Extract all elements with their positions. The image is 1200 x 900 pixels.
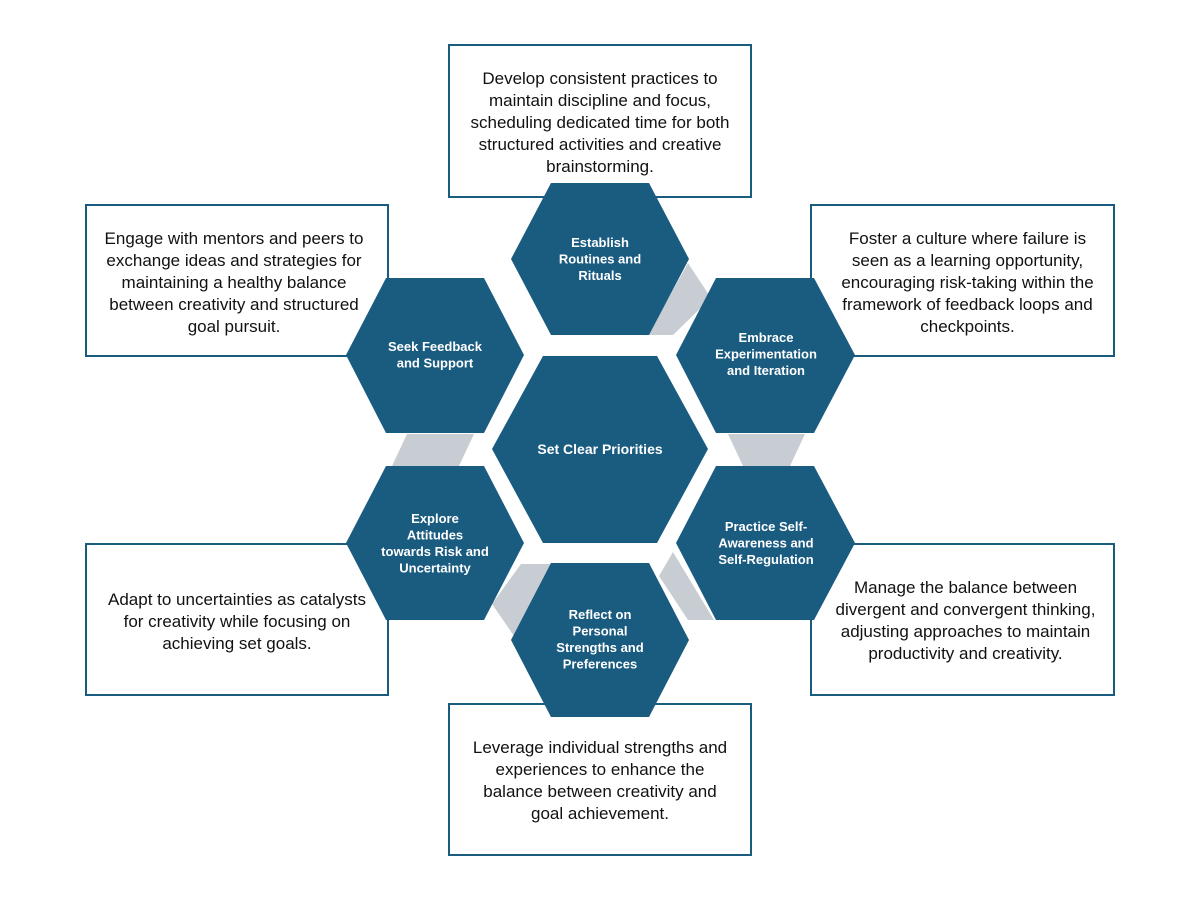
hexagon-label-line: Establish: [571, 235, 629, 250]
description-line: Develop consistent practices to: [482, 69, 718, 88]
description-text-feedback: Engage with mentors and peers to exchange…: [105, 228, 364, 338]
hexagon-label-line: Attitudes: [407, 528, 463, 543]
description-line: checkpoints.: [920, 317, 1015, 336]
description-line: productivity and creativity.: [868, 644, 1063, 663]
description-line: Adapt to uncertainties as catalysts: [108, 590, 366, 609]
description-line: seen as a learning opportunity,: [851, 251, 1084, 270]
hexagon-label-feedback: Seek Feedback and Support: [388, 339, 483, 371]
description-line: exchange ideas and strategies for: [106, 251, 362, 270]
description-box-strengths: Leverage individual strengths and experie…: [448, 703, 752, 856]
description-line: for creativity while focusing on: [123, 612, 351, 631]
description-text-self-awareness: Manage the balance between divergent and …: [836, 577, 1096, 665]
description-text-risk: Adapt to uncertainties as catalysts for c…: [108, 589, 366, 655]
connector-top-right-to-bottom-right: [728, 434, 805, 466]
description-text-routines: Develop consistent practices to maintain …: [471, 68, 730, 178]
hexagon-label-line: Routines and: [559, 252, 641, 267]
description-box-risk: Adapt to uncertainties as catalysts for c…: [85, 543, 389, 696]
connector-bottom-left-to-top-left: [392, 434, 474, 466]
hexagon-routines: [511, 183, 689, 335]
description-line: maintaining a healthy balance: [121, 273, 347, 292]
hexagon-label-line: Practice Self-: [725, 519, 807, 534]
description-line: Leverage individual strengths and: [472, 738, 728, 757]
description-line: between creativity and structured: [109, 295, 359, 314]
hexagon-risk: [346, 466, 524, 620]
hexagon-feedback: [346, 278, 524, 433]
hexagon-center: [492, 356, 708, 543]
description-text-strengths: Leverage individual strengths and experie…: [473, 737, 727, 825]
hexagon-label-line: Reflect on: [569, 607, 632, 622]
description-line: Manage the balance between: [853, 578, 1078, 597]
hexagon-self-awareness: [676, 466, 855, 620]
description-box-experimentation: Foster a culture where failure is seen as…: [810, 204, 1115, 357]
connector-bottom-right-to-bottom: [659, 552, 714, 620]
description-box-routines: Develop consistent practices to maintain …: [448, 44, 752, 198]
hexagon-label-line: Awareness and: [718, 536, 813, 551]
description-line: Foster a culture where failure is: [848, 229, 1087, 248]
hexagon-label-line: towards Risk and: [381, 544, 489, 559]
description-line: encouraging risk-taking within the: [841, 273, 1094, 292]
hexagon-label-line: Explore: [411, 511, 459, 526]
hexagon-label-line: and Iteration: [727, 363, 805, 378]
description-line: achieving set goals.: [162, 634, 312, 653]
hexagon-label-line: Personal: [573, 624, 628, 639]
description-box-self-awareness: Manage the balance between divergent and …: [810, 543, 1115, 696]
description-line: balance between creativity and: [483, 782, 717, 801]
description-line: adjusting approaches to maintain: [840, 622, 1091, 641]
hexagon-label-line: Self-Regulation: [718, 552, 813, 567]
description-line: brainstorming.: [546, 157, 654, 176]
hexagon-label-line: Seek Feedback: [388, 339, 483, 354]
hexagon-experimentation: [676, 278, 855, 433]
description-box-feedback: Engage with mentors and peers to exchange…: [85, 204, 389, 357]
description-line: maintain discipline and focus,: [488, 91, 712, 110]
description-text-experimentation: Foster a culture where failure is seen as…: [841, 228, 1093, 338]
description-line: structured activities and creative: [478, 135, 722, 154]
hexagon-strengths: [511, 563, 689, 717]
hexagon-label-center: Set Clear Priorities: [537, 441, 662, 457]
hexagon-label-line: and Support: [397, 356, 474, 371]
description-line: Engage with mentors and peers to: [104, 229, 364, 248]
description-line: goal achievement.: [531, 804, 669, 823]
connector-bottom-to-bottom-left: [492, 564, 554, 636]
description-line: scheduling dedicated time for both: [470, 113, 730, 132]
hexagon-label-line: Preferences: [563, 657, 637, 672]
hexagon-label-line: Strengths and: [556, 640, 643, 655]
description-line: divergent and convergent thinking,: [835, 600, 1096, 619]
connector-top-to-top-right: [648, 263, 711, 335]
description-line: framework of feedback loops and: [842, 295, 1093, 314]
hexagon-label-line: Rituals: [578, 268, 621, 283]
description-line: goal pursuit.: [187, 317, 281, 336]
hexagon-label-line: Experimentation: [715, 347, 817, 362]
hexagon-label-line: Embrace: [739, 330, 794, 345]
description-line: experiences to enhance the: [495, 760, 705, 779]
hexagon-label-line: Uncertainty: [399, 561, 471, 576]
